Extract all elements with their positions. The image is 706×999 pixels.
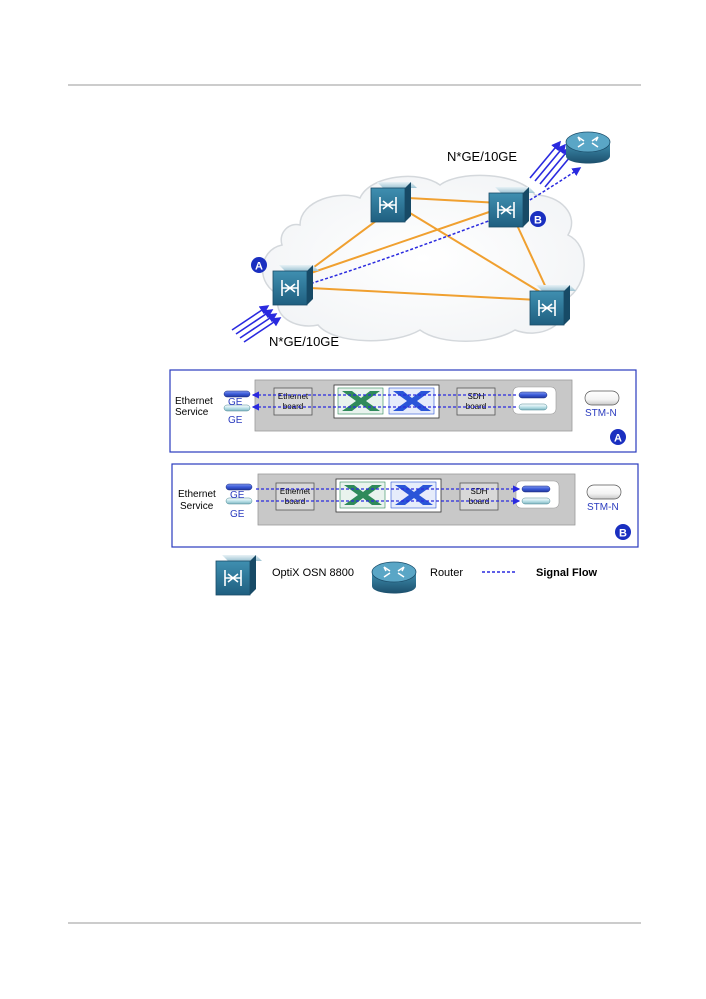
panel-a: Ethernet Service GE GE Ethernet board SD…: [169, 369, 637, 453]
panel-a-stm-port: [584, 390, 620, 406]
osn-device-right: [488, 187, 535, 228]
panel-a-port2-label: GE: [228, 415, 243, 426]
panel-b-marker: B: [615, 524, 631, 540]
panel-b-eth-board-line1: Ethernet: [280, 487, 311, 496]
label-bottom-ge: N*GE/10GE: [269, 334, 339, 349]
marker-b: B: [530, 211, 546, 227]
legend-router-label: Router: [430, 567, 463, 579]
panel-b-service-line1: Ethernet: [178, 489, 216, 500]
panel-a-stm-label: STM-N: [585, 408, 617, 419]
panel-b-ethernet-board: [275, 482, 315, 511]
network-topology: A B N*GE/10GE N*GE/10GE: [231, 131, 611, 349]
panel-b-port1-label: GE: [230, 490, 245, 501]
panel-a-marker-label: A: [614, 433, 622, 445]
panel-b-port-ge-1: [225, 483, 253, 491]
legend-osn-label: OptiX OSN 8800: [272, 567, 354, 579]
panel-a-port-ge-1: [223, 390, 251, 398]
panel-b-stm-label: STM-N: [587, 502, 619, 513]
panel-a-port-ge-2: [223, 404, 251, 412]
panel-b-right-port-2: [521, 497, 551, 505]
legend-osn-icon: [215, 555, 262, 596]
legend-signal-label: Signal Flow: [536, 567, 598, 579]
panel-b-port2-label: GE: [230, 509, 245, 520]
label-top-ge: N*GE/10GE: [447, 149, 517, 164]
osn-device-a: [272, 265, 319, 306]
panel-a-marker: A: [610, 429, 626, 445]
router-icon: [565, 131, 611, 164]
panel-b-eth-board-line2: board: [285, 497, 305, 506]
panel-a-sdh-board: [456, 387, 496, 416]
panel-a-right-port-1: [518, 391, 548, 399]
outgoing-signal-arrows: [529, 140, 577, 188]
fiber-link-c-b: [407, 197, 501, 204]
panel-a-sdh-board-line1: SDH: [468, 392, 485, 401]
fiber-link-c-d: [404, 209, 546, 296]
panel-a-ethernet-board: [273, 387, 313, 416]
panel-b-sdh-board: [459, 482, 499, 511]
signal-flow-path: [305, 167, 582, 286]
panel-b-stm-port: [586, 484, 622, 500]
osn-device-top: [370, 182, 417, 223]
panel-b-cross-blue: [390, 481, 437, 509]
panel-b-right-port-1: [521, 485, 551, 493]
panel-a-signal-lines: [251, 391, 516, 411]
panel-b-cross-green: [339, 481, 386, 509]
panel-b-service-line2: Service: [180, 501, 214, 512]
marker-a-label: A: [255, 261, 263, 273]
legend-router-icon: [371, 561, 417, 594]
panel-a-right-port-2: [518, 403, 548, 411]
panel-b-port-ge-2: [225, 497, 253, 505]
panel-a-cross-blue: [388, 387, 435, 415]
panel-a-cross-green: [337, 387, 384, 415]
marker-a: A: [251, 257, 267, 273]
panel-b: Ethernet Service GE GE Ethernet board SD…: [171, 463, 639, 548]
panel-a-service-line1: Ethernet: [175, 396, 213, 407]
incoming-signal-arrows: [231, 305, 282, 343]
panel-a-service-line2: Service: [175, 407, 209, 418]
osn-device-lower-right: [529, 285, 576, 326]
legend: OptiX OSN 8800 Router Signal Flow: [215, 555, 598, 596]
panel-a-port1-label: GE: [228, 397, 243, 408]
panel-b-marker-label: B: [619, 528, 627, 540]
panel-b-signal-lines: [256, 485, 521, 505]
marker-b-label: B: [534, 215, 542, 227]
panel-a-eth-board-line1: Ethernet: [278, 392, 309, 401]
panel-b-sdh-board-line1: SDH: [471, 487, 488, 496]
fiber-link-a-d: [309, 287, 539, 301]
fiber-link-a-b: [304, 209, 496, 276]
